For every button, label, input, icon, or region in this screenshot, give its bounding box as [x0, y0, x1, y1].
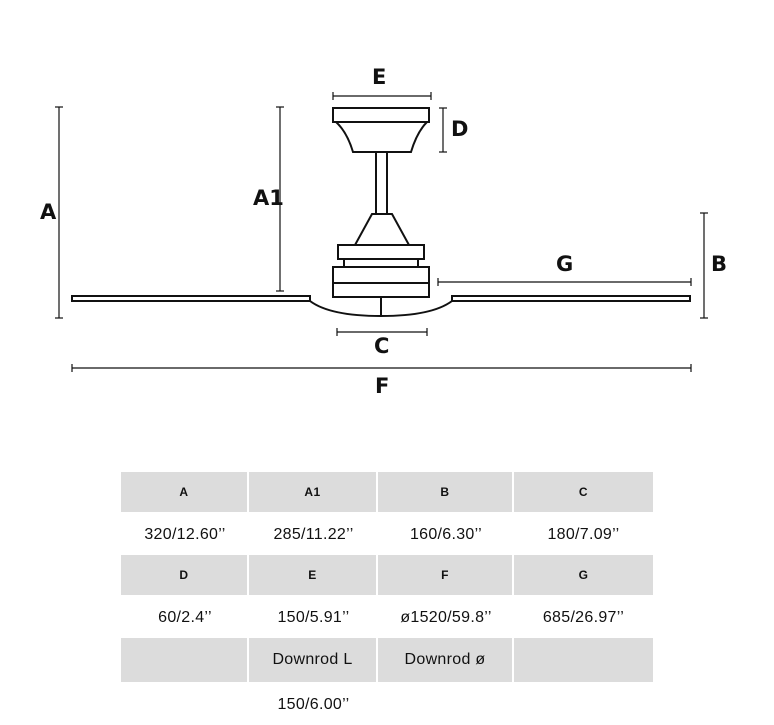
- value-c: 180/7.09’’: [547, 525, 620, 543]
- label-a1: A1: [253, 186, 284, 210]
- header-e: E: [249, 555, 378, 597]
- label-f: F: [375, 374, 389, 398]
- header-a1: A1: [249, 472, 378, 514]
- value-f: ø1520/59.8’’: [400, 608, 492, 626]
- dimension-table: A A1 B C 320/12.60’’ 285/11.22’’ 160/6.3…: [121, 472, 653, 725]
- value-a1: 285/11.22’’: [273, 525, 354, 543]
- fan-blades: [71, 295, 691, 318]
- label-d: D: [451, 117, 468, 141]
- dimension-line-a1: [276, 106, 284, 292]
- dimension-line-f: [71, 364, 692, 372]
- label-b: B: [711, 252, 727, 276]
- table-header-row: Downrod L Downrod ø: [121, 638, 653, 684]
- header-c: C: [514, 472, 653, 514]
- label-a: A: [40, 200, 57, 224]
- label-e: E: [372, 65, 386, 89]
- dimension-line-g: [437, 278, 692, 286]
- header-downrod-diameter: Downrod ø: [378, 638, 514, 684]
- value-a: 320/12.60’’: [144, 525, 226, 543]
- header-downrod-length: Downrod L: [249, 638, 378, 684]
- value-d: 60/2.4’’: [158, 608, 212, 626]
- header-g: G: [514, 555, 653, 597]
- header-f: F: [378, 555, 514, 597]
- value-e: 150/5.91’’: [277, 608, 350, 626]
- dimension-line-b: [700, 212, 708, 319]
- value-b: 160/6.30’’: [409, 525, 483, 543]
- header-empty: [514, 638, 653, 684]
- label-c: C: [374, 334, 389, 358]
- table-value-row: 320/12.60’’ 285/11.22’’ 160/6.30’’ 180/7…: [121, 514, 653, 555]
- header-d: D: [121, 555, 249, 597]
- motor-housing: [332, 213, 430, 298]
- dimension-line-e: [332, 92, 432, 100]
- dimension-line-d: [439, 107, 447, 153]
- label-g: G: [556, 252, 573, 276]
- dimension-line-a: [55, 106, 63, 319]
- table-value-row: 60/2.4’’ 150/5.91’’ ø1520/59.8’’ 685/26.…: [121, 597, 653, 638]
- canopy: [332, 107, 430, 153]
- value-g: 685/26.97’’: [542, 608, 625, 626]
- header-b: B: [378, 472, 514, 514]
- header-empty: [121, 638, 249, 684]
- table-header-row: A A1 B C: [121, 472, 653, 514]
- table-header-row: D E F G: [121, 555, 653, 597]
- header-a: A: [121, 472, 249, 514]
- fan-dimension-diagram: A A1 E D G B C F: [40, 65, 727, 398]
- dimension-line-c: [336, 328, 428, 336]
- downrod: [375, 151, 388, 215]
